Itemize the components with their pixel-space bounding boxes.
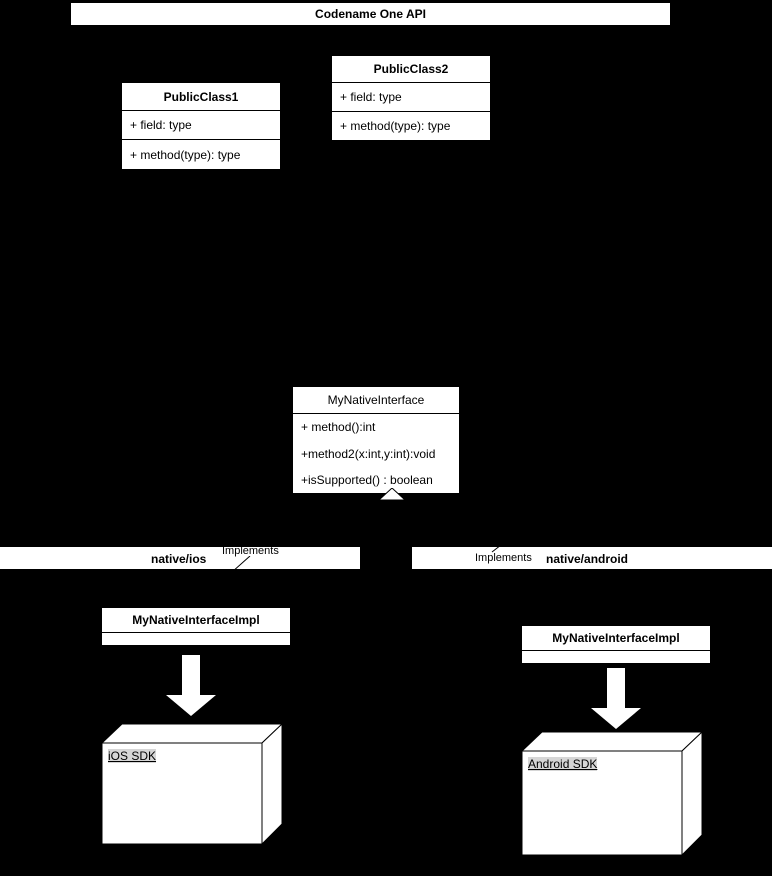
dependency-arrow-ios-icon — [166, 655, 216, 716]
realization-arrowhead-icon — [378, 488, 407, 501]
mynativeinterfaceimpl-ios-title: MyNativeInterfaceImpl — [102, 608, 290, 632]
codename-one-api-banner: Codename One API — [70, 2, 671, 26]
dependency-arrow-android-icon — [591, 668, 641, 729]
class-box-publicclass2: PublicClass2 + field: type + method(type… — [331, 55, 491, 141]
mynativeinterface-method-3-label: +isSupported() : boolean — [301, 473, 433, 487]
android-sdk-3d-shape — [520, 730, 704, 857]
implements-connector-ios — [232, 556, 251, 573]
publicclass1-title: PublicClass1 — [122, 83, 280, 110]
mynativeinterface-name: MyNativeInterface — [327, 393, 425, 407]
platform-bar-native-ios-label: native/ios — [151, 552, 207, 566]
mynativeinterface-method-2: +method2(x:int,y:int):void — [293, 440, 459, 467]
mynativeinterface-method-1-label: + method():int — [301, 420, 376, 434]
publicclass2-title: PublicClass2 — [332, 56, 490, 82]
platform-bar-native-android-label: native/android — [546, 552, 629, 566]
publicclass1-name: PublicClass1 — [163, 89, 239, 104]
publicclass1-field: + field: type — [130, 118, 192, 132]
publicclass1-fields: + field: type — [122, 110, 280, 139]
publicclass1-method: + method(type): type — [130, 147, 241, 162]
platform-bar-native-ios — [0, 546, 361, 570]
mynativeinterfaceimpl-android-name: MyNativeInterfaceImpl — [552, 631, 680, 645]
publicclass2-fields: + field: type — [332, 82, 490, 111]
node-android-sdk-label: Android SDK — [528, 757, 598, 771]
mynativeinterface-method-2-label: +method2(x:int,y:int):void — [301, 446, 436, 461]
platform-bar-native-android — [411, 546, 772, 570]
node-android-sdk: Android SDK — [520, 730, 704, 857]
mynativeinterfaceimpl-ios-name: MyNativeInterfaceImpl — [132, 613, 260, 627]
node-ios-sdk-label: iOS SDK — [108, 749, 157, 763]
mynativeinterfaceimpl-android-body — [522, 650, 710, 663]
publicclass1-methods: + method(type): type — [122, 139, 280, 169]
implements-label-android: Implements — [475, 552, 532, 564]
implements-label-ios: Implements — [222, 545, 279, 557]
class-box-mynativeinterfaceimpl-ios: MyNativeInterfaceImpl — [101, 607, 291, 646]
implements-connector-android — [491, 538, 511, 553]
publicclass2-method: + method(type): type — [340, 119, 451, 133]
publicclass2-field: + field: type — [340, 90, 402, 104]
class-box-publicclass1: PublicClass1 + field: type + method(type… — [121, 82, 281, 170]
publicclass2-methods: + method(type): type — [332, 111, 490, 140]
mynativeinterface-method-1: + method():int — [293, 413, 459, 440]
node-ios-sdk: iOS SDK — [100, 722, 284, 846]
mynativeinterface-method-3: +isSupported() : boolean — [293, 467, 459, 493]
mynativeinterfaceimpl-android-title: MyNativeInterfaceImpl — [522, 626, 710, 650]
ios-sdk-3d-shape — [100, 722, 284, 846]
class-box-mynativeinterfaceimpl-android: MyNativeInterfaceImpl — [521, 625, 711, 664]
api-banner-label: Codename One API — [315, 7, 426, 21]
publicclass2-name: PublicClass2 — [373, 62, 449, 76]
mynativeinterfaceimpl-ios-body — [102, 632, 290, 645]
mynativeinterface-title: MyNativeInterface — [293, 387, 459, 413]
interface-box-mynativeinterface: MyNativeInterface + method():int +method… — [292, 386, 460, 494]
